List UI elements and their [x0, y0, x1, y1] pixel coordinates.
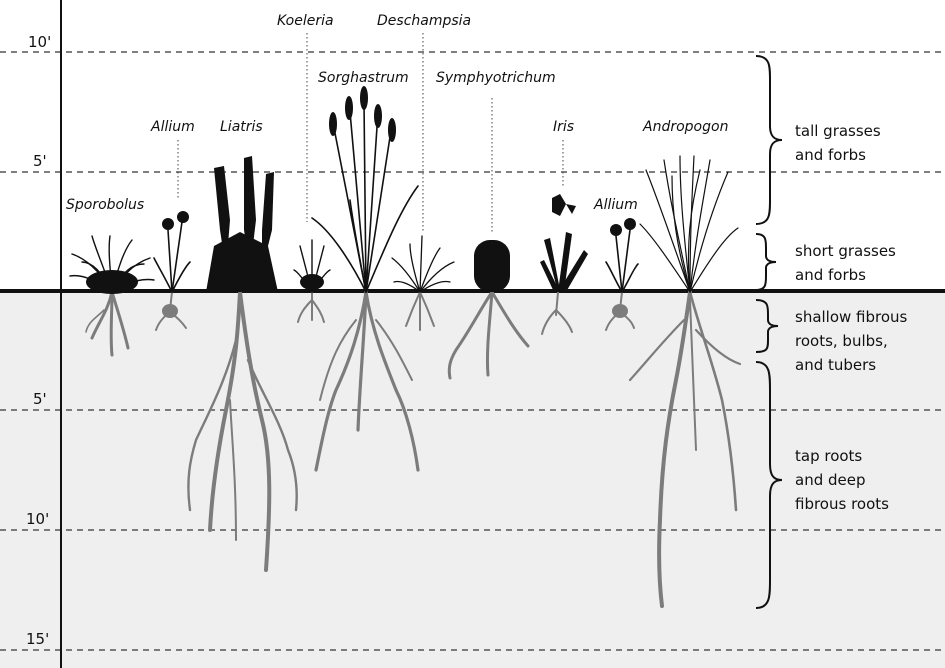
- sorghastrum-roots: [314, 290, 420, 472]
- group-deep-line-2: and deep: [795, 471, 866, 489]
- group-labels: tall grasses and forbs short grasses and…: [795, 122, 908, 513]
- iris-roots: [541, 291, 573, 335]
- group-short-line-2: and forbs: [795, 266, 866, 284]
- soil-area: [0, 291, 945, 668]
- group-tall-line-1: tall grasses: [795, 122, 881, 140]
- plant-label-iris: Iris: [553, 119, 574, 135]
- plant-label-koeleria: Koeleria: [277, 13, 334, 29]
- brace-short: [755, 233, 777, 291]
- brace-deep: [755, 361, 783, 609]
- group-braces: [755, 55, 783, 609]
- plant-label-allium-2: Allium: [593, 197, 638, 213]
- scale-label-15ft-below: 15': [26, 630, 49, 648]
- group-deep-line-3: fibrous roots: [795, 495, 889, 513]
- plant-label-liatris: Liatris: [220, 119, 263, 135]
- deschampsia-roots: [405, 291, 435, 331]
- allium-2-plant: [605, 229, 639, 293]
- koeleria-roots: [297, 291, 325, 323]
- andropogon-plant: [639, 155, 739, 293]
- label-leaders: [177, 33, 564, 232]
- group-deep-line-1: tap roots: [795, 447, 862, 465]
- allium-1-plant: [153, 221, 191, 293]
- plant-label-sporobolus: Sporobolus: [66, 197, 144, 213]
- roots: [85, 290, 742, 608]
- andropogon-roots: [628, 290, 742, 608]
- deschampsia-plant: [391, 235, 455, 293]
- symphyotrichum-roots: [447, 290, 530, 380]
- plant-label-deschampsia: Deschampsia: [377, 13, 471, 29]
- plants: [69, 86, 739, 294]
- group-short-line-1: short grasses: [795, 242, 896, 260]
- plant-label-allium-1: Allium: [150, 119, 195, 135]
- plant-label-sorghastrum: Sorghastrum: [318, 70, 409, 86]
- plant-label-symphyotrichum: Symphyotrichum: [436, 70, 556, 86]
- plant-label-andropogon: Andropogon: [642, 119, 728, 135]
- group-shallow-line-3: and tubers: [795, 356, 876, 374]
- plant-labels: Sporobolus Allium Liatris Koeleria Sorgh…: [66, 13, 728, 213]
- scale-label-5ft-above: 5': [33, 152, 47, 170]
- iris-flower: [552, 194, 576, 216]
- iris-plant: [540, 232, 588, 292]
- liatris-roots: [187, 290, 298, 572]
- symphyotrichum-plant: [474, 240, 510, 292]
- scale-label-10ft-below: 10': [26, 510, 49, 528]
- sorghastrum-seedheads: [329, 86, 396, 142]
- brace-shallow: [755, 299, 779, 353]
- scale-label-10ft-above: 10': [28, 33, 51, 51]
- sorghastrum-plant: [311, 101, 419, 293]
- sporobolus-roots: [85, 290, 130, 357]
- scale-label-5ft-below: 5': [33, 390, 47, 408]
- group-shallow-line-1: shallow fibrous: [795, 308, 908, 326]
- liatris-plant: [206, 156, 278, 292]
- brace-tall: [755, 55, 783, 225]
- depth-gridlines: [0, 51, 945, 651]
- group-tall-line-2: and forbs: [795, 146, 866, 164]
- group-shallow-line-2: roots, bulbs,: [795, 332, 888, 350]
